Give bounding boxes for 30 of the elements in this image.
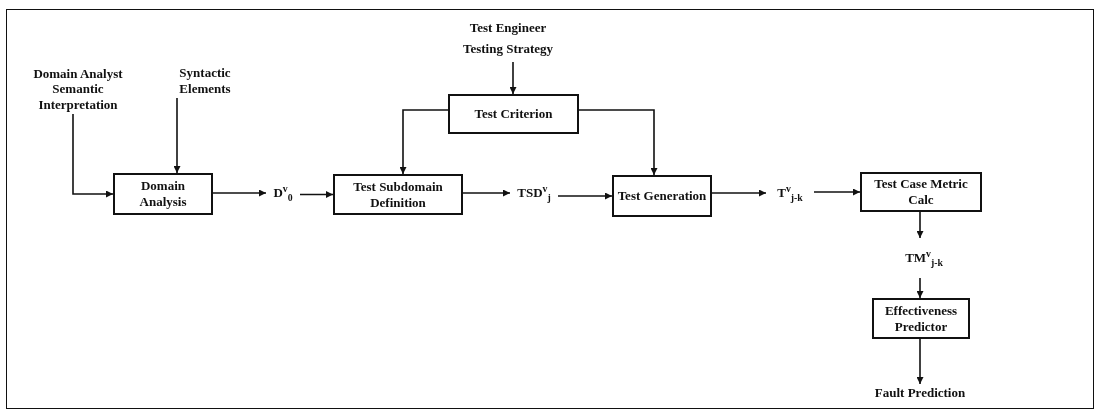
box-label: Test Criterion <box>474 106 553 122</box>
flow-label: Fault Prediction <box>874 385 966 401</box>
process-box <box>113 173 213 215</box>
arrow <box>509 61 517 95</box>
arrow <box>299 191 334 198</box>
box-label: Test Generation <box>617 188 707 204</box>
flow-label: Syntactic Elements <box>178 65 232 97</box>
arrow <box>399 109 449 175</box>
arrow <box>557 192 613 200</box>
arrow <box>578 109 658 176</box>
arrow <box>711 189 767 197</box>
box-label: Effectiveness Predictor <box>883 302 959 335</box>
process-box <box>872 298 970 339</box>
process-box <box>448 94 579 134</box>
arrow <box>813 188 861 196</box>
flow-label: Domain Analyst Semantic Interpretation <box>32 65 124 113</box>
arrow <box>916 211 924 239</box>
box-label: Test Case Metric Calc <box>873 176 969 208</box>
box-label: Domain Analysis <box>138 178 188 210</box>
arrow <box>72 113 114 198</box>
arrow <box>916 338 924 385</box>
arrow <box>212 189 267 197</box>
arrow <box>462 189 511 197</box>
process-box <box>612 175 712 217</box>
arrow <box>173 97 181 174</box>
process-box <box>860 172 982 212</box>
box-label: Test Subdomain Definition <box>352 178 444 211</box>
flow-label: Test Engineer Testing Strategy <box>461 18 555 58</box>
arrow <box>916 277 924 299</box>
process-box <box>333 174 463 215</box>
